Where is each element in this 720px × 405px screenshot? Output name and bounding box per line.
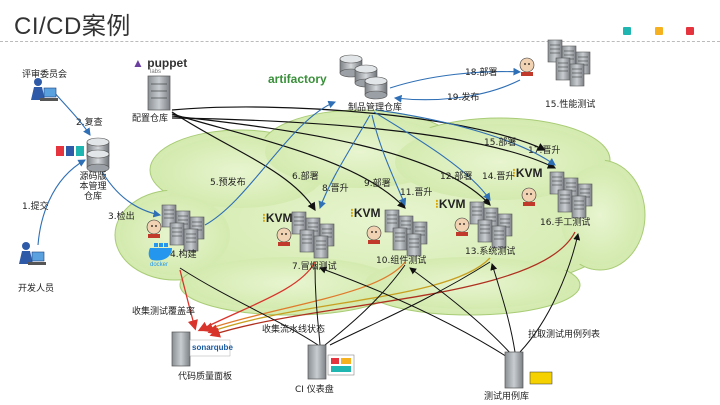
system-jenkins-icon bbox=[454, 217, 470, 237]
label-smoke: 7.冒烟测试 bbox=[292, 262, 337, 272]
config-deploy-arrows bbox=[171, 106, 557, 212]
arrow-smoke-status bbox=[314, 264, 321, 346]
flow-collect-pipeline-status: 收集流水线状态 bbox=[262, 325, 326, 335]
sonarqube-logo: sonarqube bbox=[192, 343, 233, 352]
step-14-promote: 14.晋升 bbox=[482, 172, 515, 182]
blue-flow-arrows bbox=[37, 67, 556, 246]
step-8-promote: 8.晋升 bbox=[322, 184, 349, 194]
arrow-manual-coverage bbox=[209, 231, 576, 338]
step-9-deploy: 9.部署 bbox=[364, 179, 391, 189]
arrow-dev-to-source bbox=[37, 159, 86, 246]
arrow-deploy-perf bbox=[389, 67, 522, 89]
arrow-system-coverage bbox=[207, 257, 491, 335]
label-review-committee: 评审委员会 bbox=[22, 70, 68, 80]
step-3-checkout: 3.检出 bbox=[108, 212, 135, 222]
accent-dot-orange bbox=[655, 27, 663, 35]
label-system: 13.系统测试 bbox=[465, 247, 516, 257]
label-build: 4.构建 bbox=[170, 250, 197, 260]
flow-collect-coverage: 收集测试覆盖率 bbox=[132, 307, 196, 317]
smoke-jenkins-icon bbox=[276, 227, 292, 247]
step-5-prerelease: 5.预发布 bbox=[210, 178, 246, 188]
label-artifact-repo: 制品管理仓库 bbox=[348, 103, 403, 113]
puppet-logo-text: puppet bbox=[147, 56, 188, 70]
source-repo-icon bbox=[56, 137, 110, 173]
label-component: 10.组件测试 bbox=[376, 256, 427, 266]
step-15-deploy: 15.部署 bbox=[484, 138, 517, 148]
label-config-repo: 配置仓库 bbox=[132, 114, 169, 124]
docker-logo: docker bbox=[150, 262, 169, 268]
puppet-labs-text: labs bbox=[150, 69, 162, 75]
arrow-system-status bbox=[329, 261, 491, 346]
arrow-config-to-component bbox=[171, 113, 406, 209]
review-committee-icon bbox=[30, 77, 59, 102]
step-2-review: 2.复查 bbox=[76, 118, 103, 128]
step-17-promote: 17.晋升 bbox=[528, 146, 561, 156]
arrow-component-coverage bbox=[202, 261, 406, 333]
arrow-prerelease bbox=[204, 100, 337, 226]
testcase-repo-icon bbox=[504, 351, 553, 389]
arrow-cases-to-manual bbox=[519, 233, 581, 353]
arrow-checkout bbox=[99, 167, 162, 218]
arrow-config-to-system bbox=[171, 115, 491, 206]
step-18-deploy: 18.部署 bbox=[465, 68, 498, 78]
step-19-release: 19.发布 bbox=[447, 93, 480, 103]
component-jenkins-icon bbox=[366, 225, 382, 245]
kvm-label-component: ⁝KVM bbox=[350, 206, 381, 220]
arrow-release bbox=[393, 79, 521, 103]
label-perf-test: 15.性能测试 bbox=[545, 100, 596, 110]
ci-dashboard-icon bbox=[307, 344, 355, 380]
config-repo-server-icon bbox=[147, 75, 171, 111]
label-testcase-repo: 测试用例库 bbox=[484, 392, 530, 402]
arrow-artifact-to-system bbox=[373, 111, 491, 201]
step-12-deploy: 12.部署 bbox=[440, 172, 473, 182]
kvm-label-system: ⁝KVM bbox=[435, 197, 466, 211]
arrow-build-coverage bbox=[179, 269, 198, 331]
label-ci-dashboard: CI 仪表盘 bbox=[295, 385, 334, 395]
artifact-repo-icon bbox=[339, 54, 388, 100]
arrow-build-status bbox=[179, 267, 319, 346]
manual-jenkins-icon bbox=[521, 187, 537, 207]
pull-testcase-arrows bbox=[319, 233, 581, 361]
developer-icon bbox=[18, 241, 47, 266]
perf-cluster-icon bbox=[548, 40, 590, 86]
arrow-review-to-source bbox=[51, 89, 91, 136]
artifactory-logo: artifactory bbox=[268, 72, 327, 86]
step-11-promote: 11.晋升 bbox=[400, 188, 433, 198]
arrow-component-status bbox=[324, 264, 406, 346]
arrow-config-to-perf bbox=[171, 106, 547, 151]
cloud-center-bottom-left bbox=[185, 257, 395, 309]
arrow-smoke-coverage bbox=[197, 261, 316, 332]
step-1-commit: 1.提交 bbox=[22, 202, 49, 212]
accent-dot-red bbox=[686, 27, 694, 35]
docker-whale-icon bbox=[148, 243, 172, 261]
label-quality-panel: 代码质量面板 bbox=[178, 372, 233, 382]
puppet-logo: ▲ puppet bbox=[132, 56, 188, 70]
arrow-config-to-smoke bbox=[171, 111, 316, 212]
label-manual: 16.手工测试 bbox=[540, 218, 591, 228]
kvm-label-smoke: ⁝KVM bbox=[262, 211, 293, 225]
label-source-repo: 源码版本管理仓库 bbox=[79, 172, 107, 202]
pipeline-status-arrows bbox=[179, 261, 491, 346]
arrow-config-to-manual bbox=[171, 117, 557, 169]
flow-pull-testcases: 拉取测试用例列表 bbox=[528, 330, 601, 340]
kvm-label-manual: ⁝KVM bbox=[512, 166, 543, 180]
coverage-arrows bbox=[179, 231, 576, 338]
page-title: CI/CD案例 bbox=[14, 13, 131, 40]
arrow-artifact-to-manual bbox=[375, 109, 556, 166]
title-divider bbox=[0, 41, 720, 42]
arrow-cases-to-component bbox=[409, 267, 513, 356]
arrow-artifact-to-component bbox=[371, 114, 407, 207]
step-6-deploy: 6.部署 bbox=[292, 172, 319, 182]
arrow-cases-to-system bbox=[490, 263, 516, 353]
arrow-artifact-to-smoke bbox=[318, 114, 371, 210]
build-jenkins-icon bbox=[146, 219, 162, 239]
perf-jenkins-icon bbox=[519, 57, 535, 77]
label-developer: 开发人员 bbox=[18, 284, 55, 294]
accent-dot-teal bbox=[623, 27, 631, 35]
arrow-cases-to-smoke bbox=[319, 266, 513, 361]
sonarqube-server-icon bbox=[171, 331, 231, 367]
